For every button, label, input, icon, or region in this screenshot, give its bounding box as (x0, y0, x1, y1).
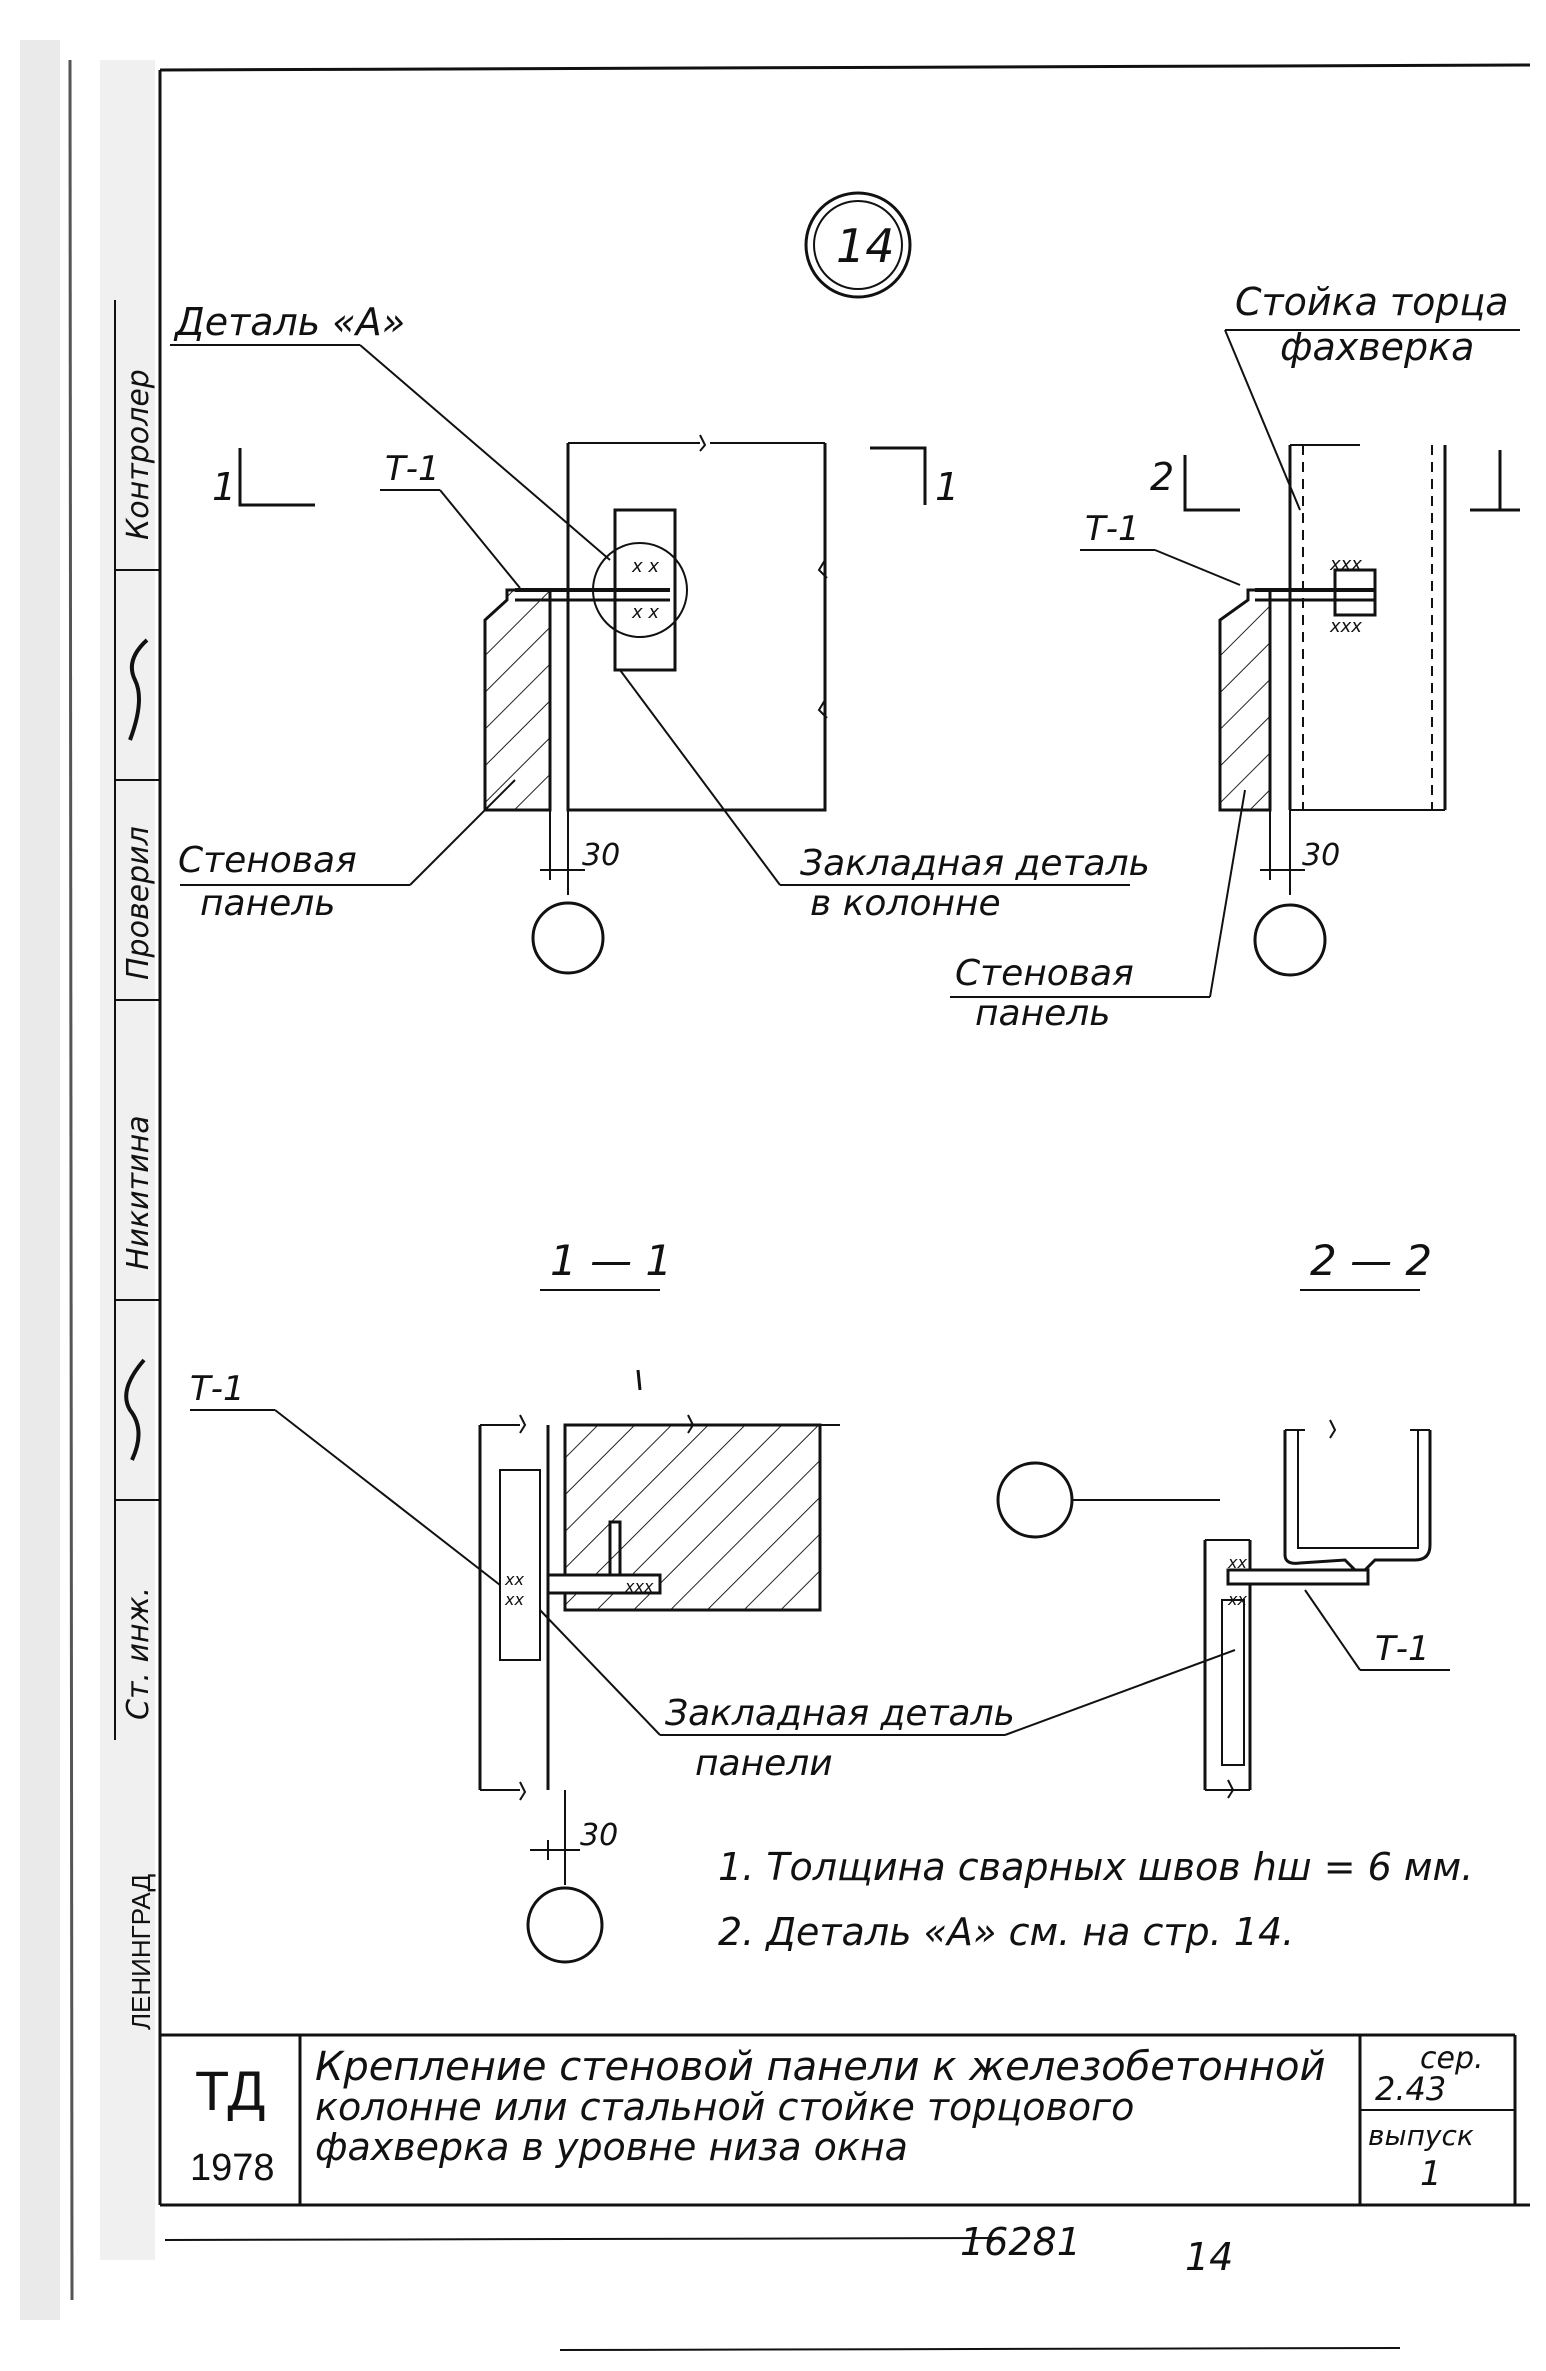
title-line-3: фахверка в уровне низа окна (315, 2125, 908, 2169)
notes: 1. Толщина сварных швов hш = 6 мм. 2. Де… (718, 1845, 1473, 1954)
detail-post-plan: Стойка торца фахверка 2 Т-1 xxx xxx 30 (950, 280, 1520, 1034)
margin-kontrol: Контролер (121, 369, 156, 540)
post-label-1: Стойка торца (1235, 280, 1509, 324)
svg-text:xx: xx (504, 1570, 524, 1589)
embedded-column-label-2: в колонне (810, 883, 1001, 924)
dim-30-top-left: 30 (582, 838, 620, 873)
svg-text:x x: x x (631, 556, 659, 577)
t1-label-top-left: Т-1 (385, 449, 440, 489)
title-line-2: колонне или стальной стойке торцового (315, 2085, 1134, 2129)
scan-edge-smudge (20, 40, 155, 2320)
svg-text:xxx: xxx (624, 1577, 654, 1596)
sheet-frame (158, 63, 1531, 2207)
doc-number: 16281 (960, 2220, 1081, 2264)
t1-label-bottom-right: Т-1 (1375, 1629, 1430, 1669)
title-line-1: Крепление стеновой панели к железобетонн… (315, 2044, 1325, 2090)
wall-panel-label-2-top-right: панель (975, 993, 1111, 1034)
section-2-2-title: 2 — 2 (1310, 1236, 1432, 1285)
note-2: 2. Деталь «А» см. на стр. 14. (718, 1910, 1294, 1954)
embedded-column-label-1: Закладная деталь (800, 843, 1150, 884)
series-value: 2.43 (1375, 2070, 1446, 2108)
issue-value: 1 (1420, 2154, 1442, 2194)
svg-text:xx: xx (504, 1590, 524, 1609)
embedded-panel-label-2: панели (695, 1743, 833, 1784)
margin-city: ЛЕНИНГРАД (126, 1873, 156, 2030)
wall-panel-label-1-top-left: Стеновая (178, 840, 357, 881)
t1-label-bottom-left: Т-1 (190, 1369, 245, 1409)
section-1-1-drawing: Т-1 xxx xx xx Закладная деталь панели 30 (190, 1369, 1015, 1964)
embedded-panel-label-1: Закладная деталь (665, 1693, 1015, 1734)
sheet-number: 14 (836, 219, 895, 273)
dim-30-bottom-left: 30 (580, 1818, 618, 1853)
footer: 16281 14 (164, 2220, 1401, 2351)
cut-2-left: 2 (1150, 455, 1174, 499)
page-number: 14 (1185, 2235, 1233, 2279)
detail-a-label: Деталь «A» (173, 300, 405, 344)
org-code: ТД (195, 2059, 265, 2122)
issue-label: выпуск (1368, 2119, 1474, 2152)
section-titles: 1 — 1 2 — 2 (540, 1236, 1432, 1291)
t1-label-top-right: Т-1 (1085, 509, 1140, 549)
series-label: сер. (1420, 2041, 1484, 2076)
left-margin-stamp: Контролер Проверил Никитина Ст. инж. ЛЕН… (114, 300, 160, 2030)
svg-text:x x: x x (631, 602, 659, 623)
svg-text:xx: xx (1227, 1553, 1247, 1572)
wall-panel-label-2-top-left: панель (200, 883, 336, 924)
margin-st-inzh: Ст. инж. (121, 1587, 156, 1720)
svg-text:xxx: xxx (1329, 554, 1362, 575)
year: 1978 (190, 2147, 275, 2189)
wall-panel-label-1-top-right: Стеновая (955, 953, 1134, 994)
cut-1-right: 1 (935, 465, 959, 509)
cut-1-left: 1 (212, 465, 236, 509)
margin-nikitina: Никитина (121, 1115, 156, 1270)
note-1: 1. Толщина сварных швов hш = 6 мм. (718, 1845, 1473, 1889)
post-label-2: фахверка (1280, 325, 1474, 369)
svg-text:xxx: xxx (1329, 616, 1362, 637)
margin-proveril: Проверил (121, 826, 156, 980)
sheet-number-marker: 14 (804, 191, 912, 299)
title-block: ТД 1978 Крепление стеновой панели к желе… (160, 2033, 1517, 2205)
section-1-1-title: 1 — 1 (550, 1236, 672, 1285)
dim-30-top-right: 30 (1302, 838, 1340, 873)
section-2-2-drawing: xx xx Т-1 (996, 1419, 1450, 1799)
svg-text:xx: xx (1227, 1590, 1247, 1609)
detail-column-plan: Деталь «A» 1 1 Т-1 x x x x 30 (170, 300, 1150, 975)
signature-mark (124, 638, 149, 1461)
